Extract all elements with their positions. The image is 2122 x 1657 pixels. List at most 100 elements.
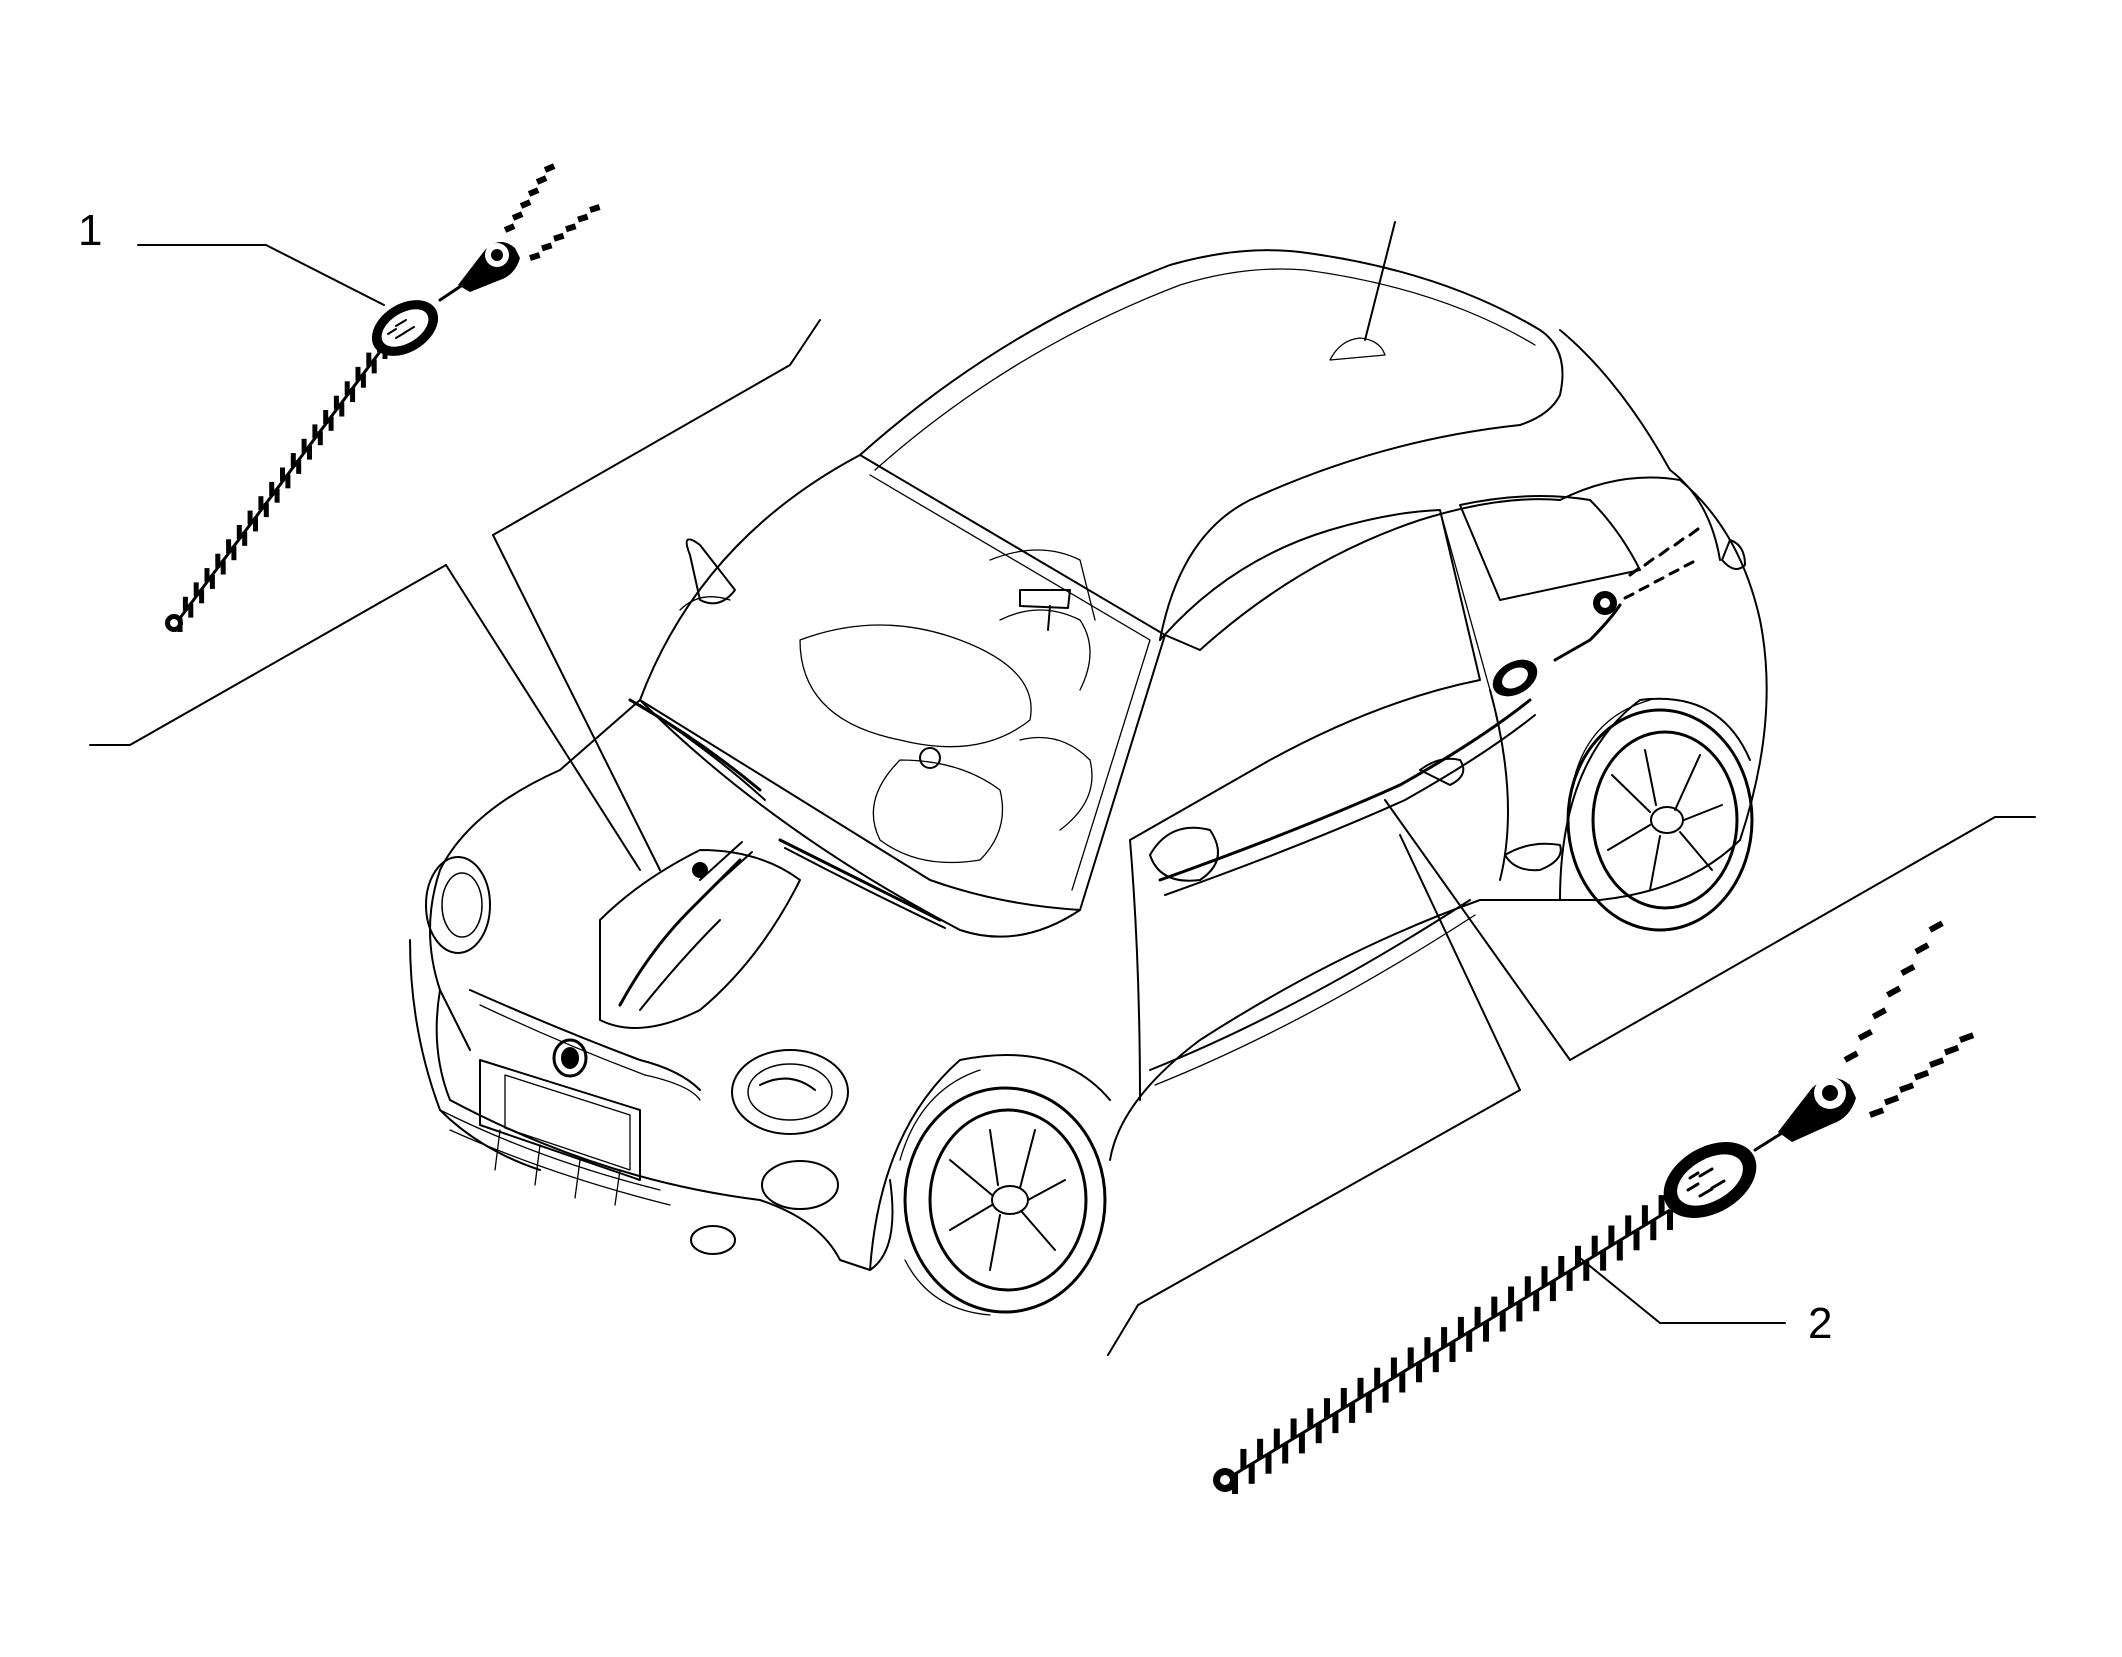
zipper-open-tooth (1958, 1032, 1975, 1043)
zipper-tooth (371, 359, 377, 374)
zipper-tooth (188, 603, 194, 618)
zipper-tooth (1591, 1235, 1598, 1256)
zipper-tooth (1483, 1321, 1489, 1342)
zipper-tooth (231, 546, 237, 561)
zipper-tooth (1641, 1205, 1648, 1226)
leader-line (492, 319, 821, 536)
zipper-open-tooth (503, 223, 516, 233)
zipper-tooth (1399, 1372, 1406, 1393)
zipper-tooth (1541, 1266, 1548, 1287)
zipper-tooth (1667, 1210, 1673, 1230)
zipper-tooth (1315, 1423, 1322, 1444)
leader-line (445, 564, 641, 871)
zipper-tooth (1432, 1352, 1439, 1373)
zipper-tooth (1583, 1260, 1590, 1281)
callout-leader-2 (1579, 1257, 1786, 1324)
zipper-tooth (290, 453, 296, 468)
zipper-tooth (1441, 1327, 1448, 1348)
zipper-tooth (1324, 1398, 1330, 1419)
zipper-open-tooth (565, 223, 577, 233)
zipper-tooth (269, 481, 275, 496)
zipper-tooth (1424, 1337, 1431, 1358)
zipper-tooth (236, 525, 242, 539)
zipper-open-tape (503, 163, 601, 261)
zipper-tooth (296, 459, 302, 474)
rearview-mirror (1019, 589, 1071, 609)
zipper-tooth (1658, 1195, 1665, 1216)
leader-line (89, 564, 447, 746)
zipper-tooth (307, 445, 312, 460)
zipper-tooth (1273, 1428, 1280, 1449)
zipper-tooth (1407, 1347, 1414, 1368)
zipper-tooth (339, 402, 345, 417)
callout-1: 1 (78, 206, 385, 306)
zipper-tooth (204, 568, 210, 583)
side-window-rear (1459, 495, 1641, 601)
front-badge (552, 1038, 588, 1078)
zipper-open-tooth (1857, 1028, 1873, 1041)
zipper-tooth (247, 510, 253, 525)
side-repeater (1504, 842, 1562, 872)
zipper-tooth (1265, 1453, 1272, 1474)
zipper-open-tooth (1886, 985, 1902, 998)
zipper-tooth (1340, 1388, 1347, 1408)
zipper-tooth (1600, 1250, 1607, 1271)
callout-2: 2 (1579, 1257, 1832, 1348)
zipper-tooth (220, 560, 226, 575)
zipper-open-tooth (1883, 1094, 1900, 1106)
callout-leader-1 (137, 244, 385, 306)
zipper-tooth (226, 539, 232, 554)
zipper-open-tooth (1928, 920, 1944, 933)
zipper-open-tooth (1868, 1107, 1885, 1118)
zipper-tooth (215, 553, 221, 568)
zipper-tooth (1416, 1362, 1422, 1383)
zipper-decal-2 (1213, 920, 1975, 1494)
seat (799, 624, 1032, 748)
zipper-tooth (333, 395, 339, 410)
zipper-open-tooth (543, 163, 556, 173)
leader-line (1107, 1089, 1521, 1356)
door-line (1129, 839, 1141, 1101)
zipper-tooth (1449, 1342, 1456, 1362)
zipper-tooth (1625, 1215, 1632, 1236)
zipper-tooth (1466, 1331, 1473, 1352)
zipper-tooth (1558, 1256, 1565, 1276)
zipper-tooth (360, 373, 366, 388)
zipper-open-tooth (1843, 1050, 1859, 1063)
zipper-open-tooth (1898, 1082, 1915, 1093)
zipper-tooth (253, 517, 258, 532)
zipper-tooth (317, 431, 323, 446)
zipper-tooth (301, 438, 307, 453)
zipper-tooth (1357, 1377, 1364, 1398)
zipper-tooth (355, 366, 361, 381)
callout-label-2: 2 (1808, 1299, 1832, 1348)
zipper-tooth (1390, 1357, 1397, 1378)
side-mirror-left (685, 538, 736, 605)
zipper-open-tooth (1914, 942, 1930, 955)
zipper-tooth (1566, 1270, 1573, 1291)
zipper-tooth (258, 496, 264, 511)
zipper-tooth (209, 574, 215, 589)
zipper-open-tooth (529, 252, 541, 261)
fog-light-lower (690, 1225, 736, 1255)
zipper-tooth (1474, 1306, 1481, 1327)
zipper-tooth (1633, 1230, 1640, 1251)
zipper-tooth (274, 488, 280, 503)
zipper-tooth (1382, 1382, 1389, 1403)
tail-light (1721, 539, 1746, 570)
zipper-open-tooth (577, 213, 589, 223)
zipper-tooth (1257, 1438, 1264, 1459)
zipper-tooth (1290, 1418, 1297, 1439)
zipper-tooth (1575, 1245, 1581, 1266)
zipper-tooth (1650, 1220, 1657, 1241)
leader-line (492, 534, 661, 871)
zipper-tooth (1533, 1291, 1540, 1312)
fog-light-right (761, 1160, 839, 1210)
zipper-tooth (285, 474, 291, 489)
zipper-tooth (1508, 1286, 1515, 1307)
zipper-tooth (1499, 1311, 1506, 1332)
license-plate (479, 1059, 641, 1181)
zipper-tooth (1516, 1301, 1523, 1322)
